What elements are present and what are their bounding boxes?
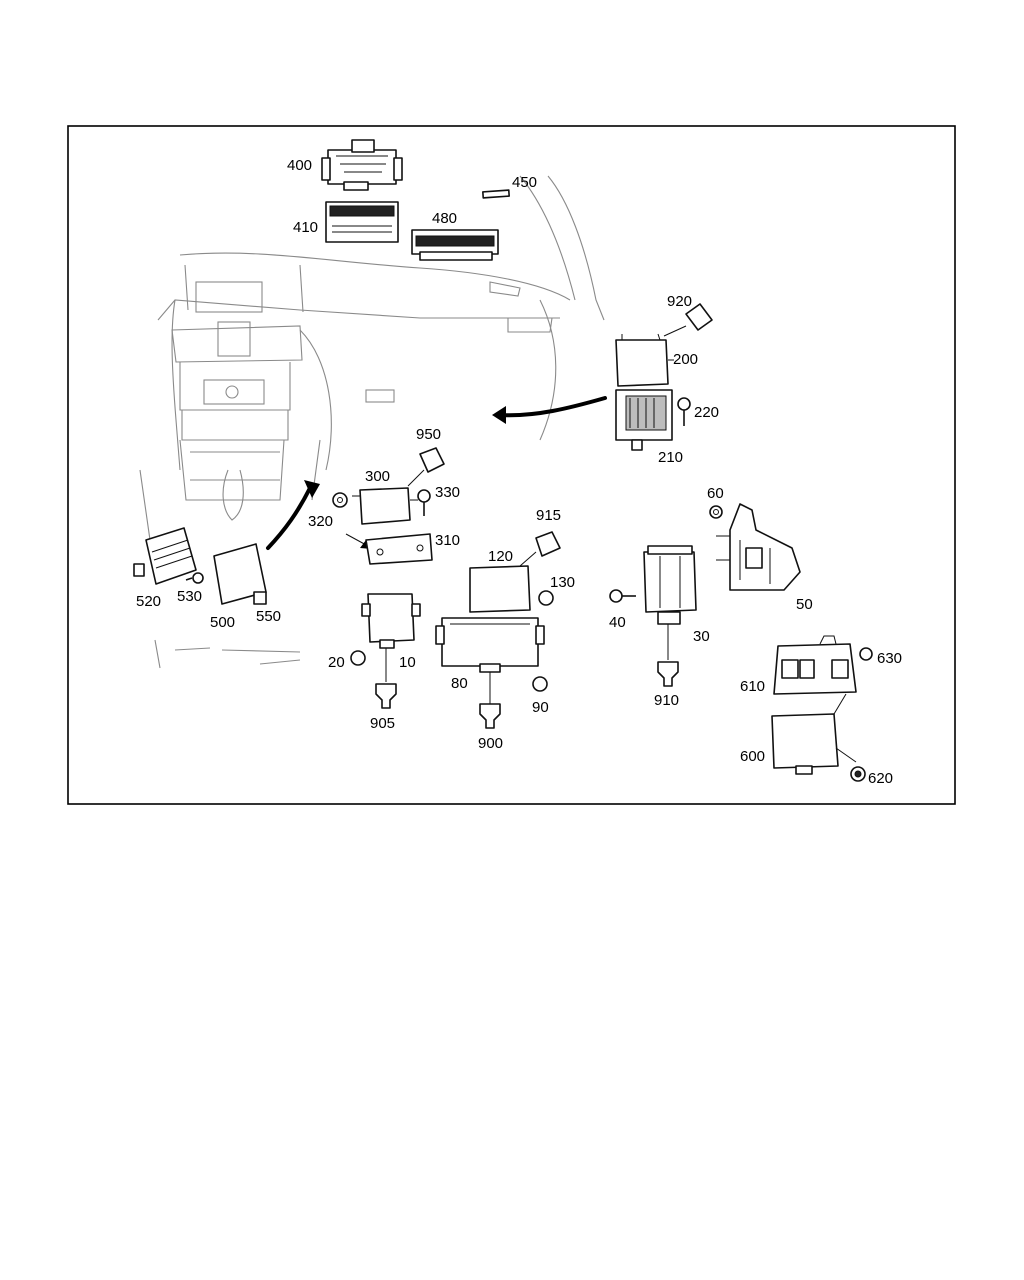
- part-530: [185, 572, 204, 584]
- part-480: [411, 229, 499, 261]
- part-300: [352, 487, 418, 525]
- part-120: [469, 565, 531, 613]
- part-90: [532, 676, 548, 692]
- label-400: 400: [287, 157, 312, 174]
- label-120: 120: [488, 548, 513, 565]
- part-915: [535, 531, 561, 557]
- leader-920: [663, 325, 687, 337]
- part-40: [609, 589, 636, 603]
- label-610: 610: [740, 678, 765, 695]
- label-450: 450: [512, 174, 537, 191]
- part-610: [773, 635, 857, 695]
- label-220: 220: [694, 404, 719, 421]
- part-320: [332, 492, 348, 508]
- label-550: 550: [256, 608, 281, 625]
- label-910: 910: [654, 692, 679, 709]
- label-50: 50: [796, 596, 813, 613]
- label-300: 300: [365, 468, 390, 485]
- part-910: [657, 661, 679, 687]
- label-200: 200: [673, 351, 698, 368]
- label-900: 900: [478, 735, 503, 752]
- part-400: [321, 139, 403, 191]
- label-90: 90: [532, 699, 549, 716]
- arrow-module-to-dash: [492, 396, 607, 424]
- label-330: 330: [435, 484, 460, 501]
- label-310: 310: [435, 532, 460, 549]
- part-20: [350, 650, 366, 666]
- label-410: 410: [293, 219, 318, 236]
- part-630: [859, 647, 873, 661]
- part-520: [133, 527, 197, 585]
- diagram-frame: [67, 125, 956, 805]
- part-210: [615, 389, 673, 451]
- label-950: 950: [416, 426, 441, 443]
- part-410: [325, 201, 399, 243]
- label-130: 130: [550, 574, 575, 591]
- label-920: 920: [667, 293, 692, 310]
- leader-950: [407, 469, 425, 487]
- part-905: [375, 683, 397, 709]
- label-620: 620: [868, 770, 893, 787]
- label-905: 905: [370, 715, 395, 732]
- leader-620: [835, 747, 857, 763]
- leader-915: [519, 551, 537, 567]
- part-80: [435, 617, 545, 673]
- label-320: 320: [308, 513, 333, 530]
- label-10: 10: [399, 654, 416, 671]
- part-950: [419, 447, 445, 473]
- part-130: [538, 590, 554, 606]
- part-330: [417, 489, 431, 516]
- label-500: 500: [210, 614, 235, 631]
- label-915: 915: [536, 507, 561, 524]
- part-10: [361, 593, 421, 649]
- part-220: [677, 397, 691, 426]
- label-60: 60: [707, 485, 724, 502]
- part-30: [643, 545, 697, 625]
- part-600: [771, 713, 839, 775]
- label-30: 30: [693, 628, 710, 645]
- part-50: [716, 503, 801, 591]
- part-550: [253, 591, 267, 605]
- part-450: [482, 189, 510, 199]
- label-210: 210: [658, 449, 683, 466]
- label-520: 520: [136, 593, 161, 610]
- part-620: [850, 766, 866, 782]
- part-200: [615, 333, 669, 387]
- label-20: 20: [328, 654, 345, 671]
- label-480: 480: [432, 210, 457, 227]
- arrow-pdm-to-console: [266, 480, 320, 550]
- part-900: [479, 703, 501, 729]
- label-530: 530: [177, 588, 202, 605]
- part-60: [709, 505, 723, 519]
- part-310: [365, 533, 433, 565]
- label-600: 600: [740, 748, 765, 765]
- label-40: 40: [609, 614, 626, 631]
- part-labels: 400 450 410 480 920 200 220 950 210 300 …: [136, 157, 902, 787]
- part-920: [685, 303, 713, 331]
- label-630: 630: [877, 650, 902, 667]
- label-80: 80: [451, 675, 468, 692]
- leader-610-600: [833, 693, 847, 715]
- dashboard-background: [139, 175, 605, 669]
